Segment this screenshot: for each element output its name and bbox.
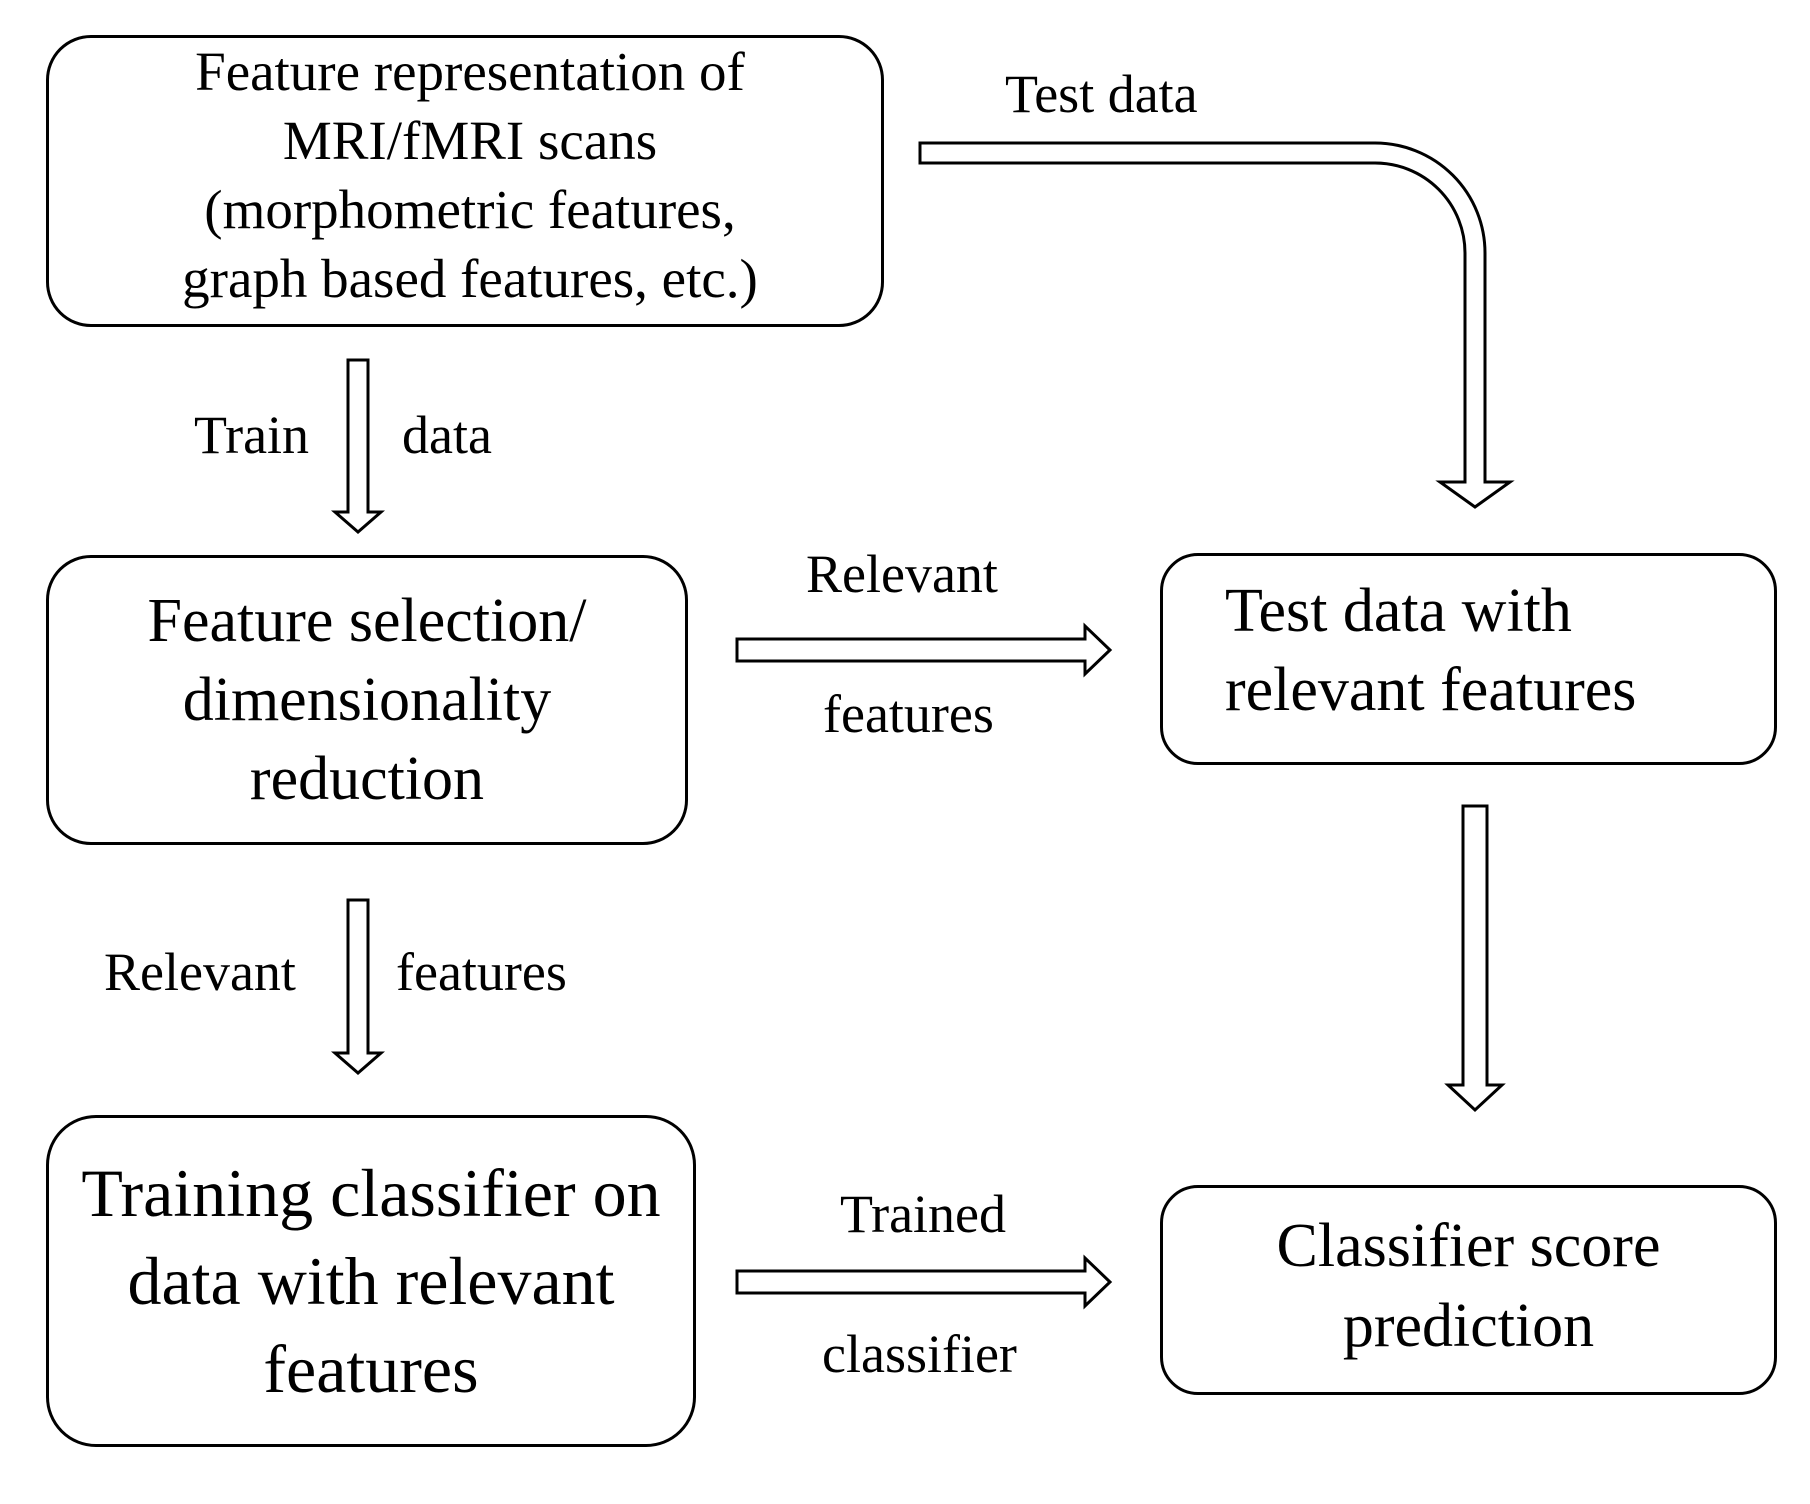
box-text-line: Classifier score: [1276, 1212, 1661, 1280]
box-text-line: Feature selection/: [147, 586, 587, 655]
training-classifier-box: Training classifier on data with relevan…: [46, 1115, 696, 1447]
arrow-to-score-down: [1444, 804, 1506, 1113]
label-relevant-left: Relevant: [104, 942, 296, 1002]
label-test-data: Test data: [1005, 64, 1198, 124]
box-text-line: Training classifier on: [81, 1155, 661, 1231]
label-relevant-top: Relevant: [806, 544, 998, 604]
box-text-line: graph based features, etc.): [182, 248, 758, 309]
box-text-line: (morphometric features,: [204, 179, 736, 240]
feature-selection-box: Feature selection/ dimensionality reduct…: [46, 555, 688, 845]
box-text-line: Feature representation of: [195, 41, 745, 102]
box-text-line: prediction: [1342, 1292, 1595, 1360]
arrow-trained-classifier-right: [735, 1254, 1113, 1310]
box-text-line: Test data with: [1225, 577, 1572, 645]
label-classifier: classifier: [822, 1324, 1017, 1384]
label-trained: Trained: [840, 1184, 1007, 1244]
label-train-data: data: [402, 405, 492, 465]
arrow-relevant-features-right: [735, 622, 1113, 678]
box-text-line: MRI/fMRI scans: [282, 110, 658, 171]
label-train: Train: [194, 405, 310, 465]
box-text-line: relevant features: [1225, 656, 1637, 724]
feature-representation-box: Feature representation of MRI/fMRI scans…: [46, 35, 884, 327]
box-text-line: dimensionality: [182, 665, 552, 734]
label-features-right: features: [396, 942, 567, 1002]
arrow-train-data: [330, 358, 386, 534]
test-data-relevant-box: Test data with relevant features: [1160, 553, 1777, 765]
arrow-relevant-features-down: [330, 898, 386, 1075]
box-text-line: data with relevant: [127, 1243, 615, 1319]
label-features-bottom: features: [823, 684, 994, 744]
box-text-line: features: [263, 1331, 479, 1407]
classifier-score-box: Classifier score prediction: [1160, 1185, 1777, 1395]
box-text-line: reduction: [249, 744, 485, 813]
arrow-test-data: [918, 141, 1515, 509]
